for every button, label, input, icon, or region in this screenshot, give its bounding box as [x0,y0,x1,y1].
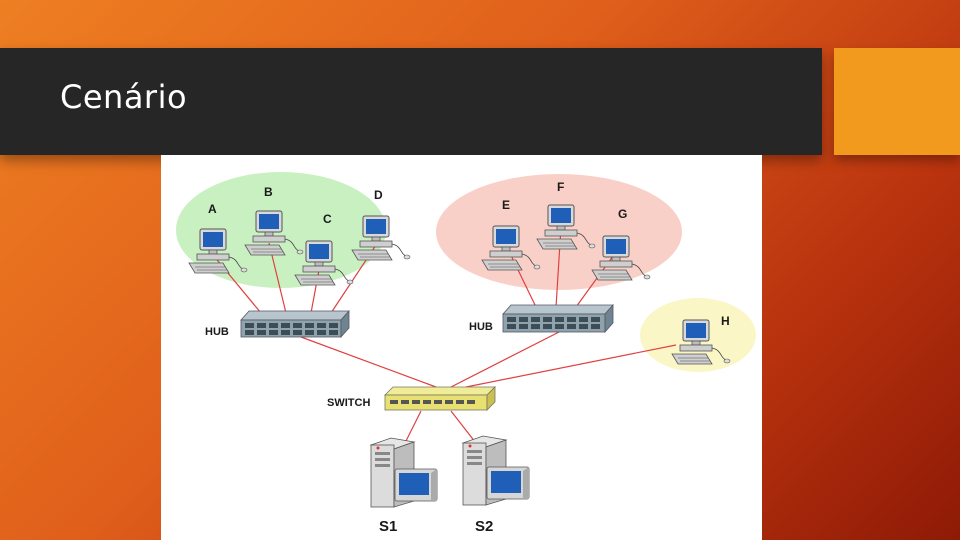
host-label-a: A [208,202,217,216]
network-diagram: A B C D E F G H HUB [161,155,762,540]
host-label-b: B [264,185,273,199]
accent-block [834,48,960,155]
server-label-s2: S2 [475,518,493,535]
network-diagram-svg: A B C D E F G H HUB [176,172,756,535]
host-label-f: F [557,180,564,194]
title-bar: Cenário [0,48,822,155]
hub-right-label: HUB [469,321,493,333]
slide-title: Cenário [60,78,188,116]
host-label-c: C [323,212,332,226]
hub-left-icon [240,309,350,339]
host-label-h: H [721,314,730,328]
switch-label: SWITCH [327,397,370,409]
host-label-e: E [502,198,510,212]
hub-left-label: HUB [205,326,229,338]
server-s2-icon [461,435,530,506]
server-label-s1: S1 [379,518,397,535]
switch-icon [384,386,496,411]
host-label-d: D [374,188,383,202]
host-label-g: G [618,207,627,221]
hub-right-icon [502,303,614,334]
server-s1-icon [369,437,438,508]
